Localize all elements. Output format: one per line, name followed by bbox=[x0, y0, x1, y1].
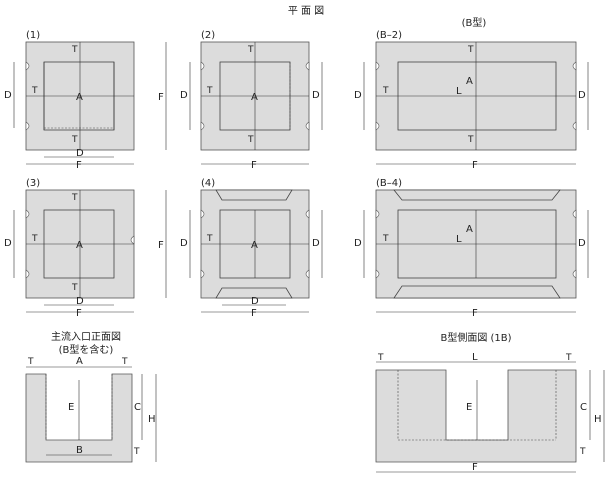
dim-E: E bbox=[68, 402, 74, 413]
dim-T: T bbox=[71, 283, 78, 293]
dim-C: C bbox=[580, 402, 587, 413]
dim-D: D bbox=[4, 90, 12, 101]
page-title: 平 面 図 bbox=[288, 5, 324, 17]
dim-A: A bbox=[251, 92, 258, 103]
view-label-b4: (B–4) bbox=[376, 178, 402, 189]
dim-C: C bbox=[134, 402, 141, 413]
side-view-1b: B型側面図 (1B) T L T E C H T F bbox=[375, 331, 605, 473]
dim-A: A bbox=[76, 92, 83, 103]
dim-T: T bbox=[467, 135, 474, 145]
dim-D: D bbox=[354, 238, 362, 249]
dim-D: D bbox=[76, 296, 84, 307]
dim-T: T bbox=[71, 45, 78, 55]
view-label-3: (3) bbox=[26, 178, 40, 189]
dim-A: A bbox=[76, 356, 83, 367]
dim-F: F bbox=[251, 160, 257, 171]
dim-L: L bbox=[456, 86, 462, 97]
dim-L: L bbox=[456, 234, 462, 245]
dim-D: D bbox=[578, 238, 586, 249]
dim-F: F bbox=[472, 308, 478, 319]
dim-T: T bbox=[377, 353, 384, 363]
dim-F: F bbox=[472, 462, 478, 473]
dim-T: T bbox=[247, 45, 254, 55]
dim-A: A bbox=[76, 240, 83, 251]
plan-view-3: (3) T T T A D D F bbox=[4, 178, 135, 319]
dim-D: D bbox=[76, 148, 84, 159]
b-type-title: (B型) bbox=[462, 16, 487, 29]
dim-T: T bbox=[382, 86, 389, 96]
dim-H: H bbox=[148, 414, 156, 425]
plan-view-1: (1) T T T A D D F bbox=[4, 30, 135, 171]
side-title: B型側面図 (1B) bbox=[440, 331, 511, 344]
dim-B: B bbox=[76, 445, 83, 456]
dim-T: T bbox=[247, 135, 254, 145]
dim-F: F bbox=[158, 240, 164, 251]
plan-view-b2: (B–2) T T T L A D D F bbox=[354, 30, 589, 171]
plan-view-2: (2) T T T A D D F bbox=[180, 30, 323, 171]
front-title-2: (B型を含む) bbox=[59, 343, 114, 356]
front-title-1: 主流入口正面図 bbox=[51, 330, 121, 343]
dim-T: T bbox=[71, 135, 78, 145]
view-label-2: (2) bbox=[201, 30, 215, 41]
front-view: 主流入口正面図 (B型を含む) T A T E B C H T bbox=[25, 330, 157, 463]
dim-D: D bbox=[312, 238, 320, 249]
dim-A: A bbox=[466, 224, 473, 235]
dim-T: T bbox=[206, 86, 213, 96]
dim-F: F bbox=[158, 92, 164, 103]
dim-H: H bbox=[594, 414, 602, 425]
dim-T: T bbox=[467, 45, 474, 55]
dim-T: T bbox=[206, 234, 213, 244]
dim-T: T bbox=[121, 357, 128, 367]
dim-A: A bbox=[466, 76, 473, 87]
dim-F: F bbox=[251, 308, 257, 319]
dim-D: D bbox=[4, 238, 12, 249]
dim-D: D bbox=[180, 90, 188, 101]
dim-T: T bbox=[31, 234, 38, 244]
dim-T: T bbox=[31, 86, 38, 96]
dim-F: F bbox=[76, 160, 82, 171]
dim-E: E bbox=[466, 402, 472, 413]
plan-view-4: (4) T A D D D F bbox=[180, 178, 323, 319]
dim-T: T bbox=[27, 357, 34, 367]
dim-T: T bbox=[382, 234, 389, 244]
dim-F: F bbox=[76, 308, 82, 319]
dim-D: D bbox=[251, 296, 259, 307]
dim-T: T bbox=[565, 353, 572, 363]
dim-T: T bbox=[133, 447, 140, 457]
dim-T: T bbox=[71, 193, 78, 203]
dim-D: D bbox=[354, 90, 362, 101]
dim-D: D bbox=[180, 238, 188, 249]
dim-D: D bbox=[578, 90, 586, 101]
view-label-4: (4) bbox=[201, 178, 215, 189]
view-label-1: (1) bbox=[26, 30, 40, 41]
dim-A: A bbox=[251, 240, 258, 251]
dim-D: D bbox=[312, 90, 320, 101]
dim-T: T bbox=[579, 447, 586, 457]
dim-F: F bbox=[472, 160, 478, 171]
view-label-b2: (B–2) bbox=[376, 30, 402, 41]
plan-view-b4: (B–4) T L A D D F bbox=[354, 178, 589, 319]
dim-L: L bbox=[472, 352, 478, 363]
